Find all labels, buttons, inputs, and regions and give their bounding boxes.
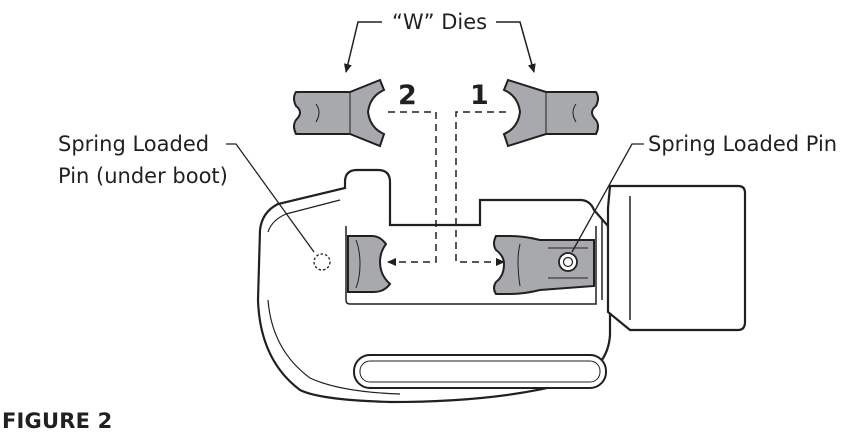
- upper-die-left: [293, 78, 386, 148]
- right-spring-pin-inner: [562, 256, 574, 268]
- tool-slot-inner: [359, 360, 601, 383]
- left-pin-leader: [226, 143, 315, 253]
- figure-title: FIGURE 2: [2, 409, 113, 433]
- die-number-1: 1: [470, 80, 489, 111]
- tool-slot-window: [353, 354, 607, 389]
- guide-line-die-2: [387, 111, 437, 266]
- left-spring-pin-dashed: [313, 253, 331, 271]
- w-dies-label: “W” Dies: [392, 10, 488, 34]
- installed-die-right: [493, 235, 595, 295]
- left-pin-label-line1: Spring Loaded: [58, 132, 210, 156]
- w-dies-leader-right: [496, 21, 536, 73]
- tool-cylinder: [606, 184, 747, 332]
- guide-line-die-1: [455, 111, 506, 266]
- left-pin-label-line2: Pin (under boot): [58, 164, 228, 188]
- die-cavity-frame: [345, 226, 597, 305]
- right-pin-label: Spring Loaded Pin: [648, 132, 838, 156]
- right-pin-leader: [571, 143, 644, 253]
- die-number-2: 2: [398, 80, 417, 111]
- upper-die-right: [502, 78, 599, 148]
- tool-body-lower-contour: [267, 299, 401, 395]
- w-dies-leader-left: [343, 21, 382, 73]
